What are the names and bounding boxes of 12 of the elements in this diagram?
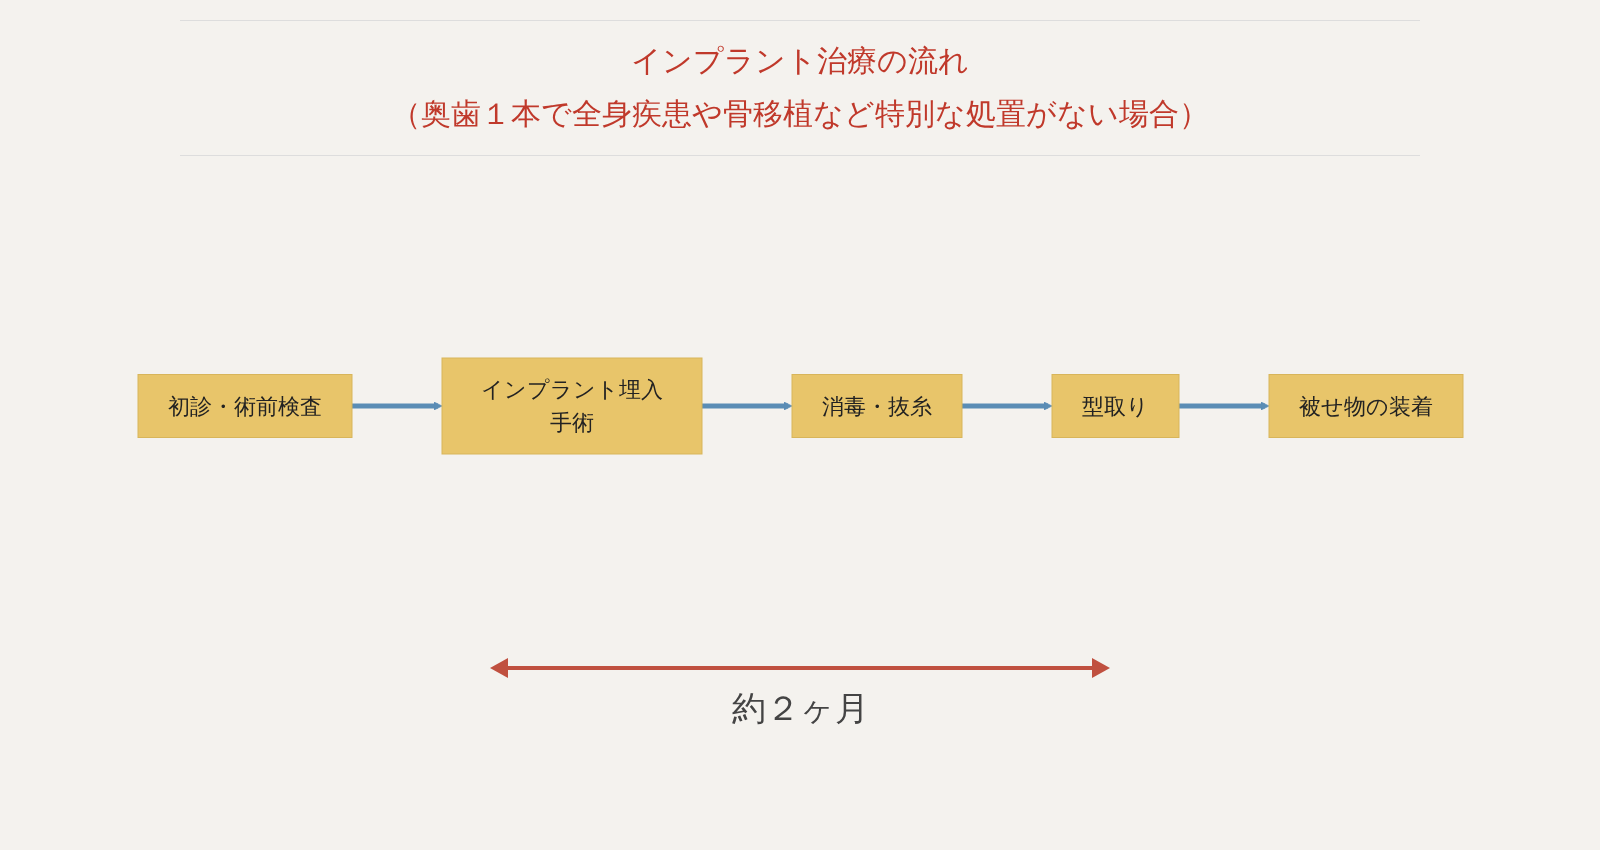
node-box: 初診・術前検査	[137, 374, 352, 438]
subtitle: （奥歯１本で全身疾患や骨移植など特別な処置がない場合）	[391, 95, 1209, 133]
node-box: 被せ物の装着	[1268, 374, 1463, 438]
arrow	[1178, 401, 1269, 411]
diagram-title: インプラント治療の流れ	[631, 42, 969, 80]
arrow	[961, 401, 1052, 411]
node-box: 型取り	[1051, 374, 1179, 438]
arrow	[351, 401, 442, 411]
node-box: 消毒・抜糸	[791, 374, 962, 438]
duration-label: 約２ヶ月	[731, 687, 869, 730]
arrow	[701, 401, 792, 411]
node-box: インプラント埋入手術	[441, 357, 702, 455]
